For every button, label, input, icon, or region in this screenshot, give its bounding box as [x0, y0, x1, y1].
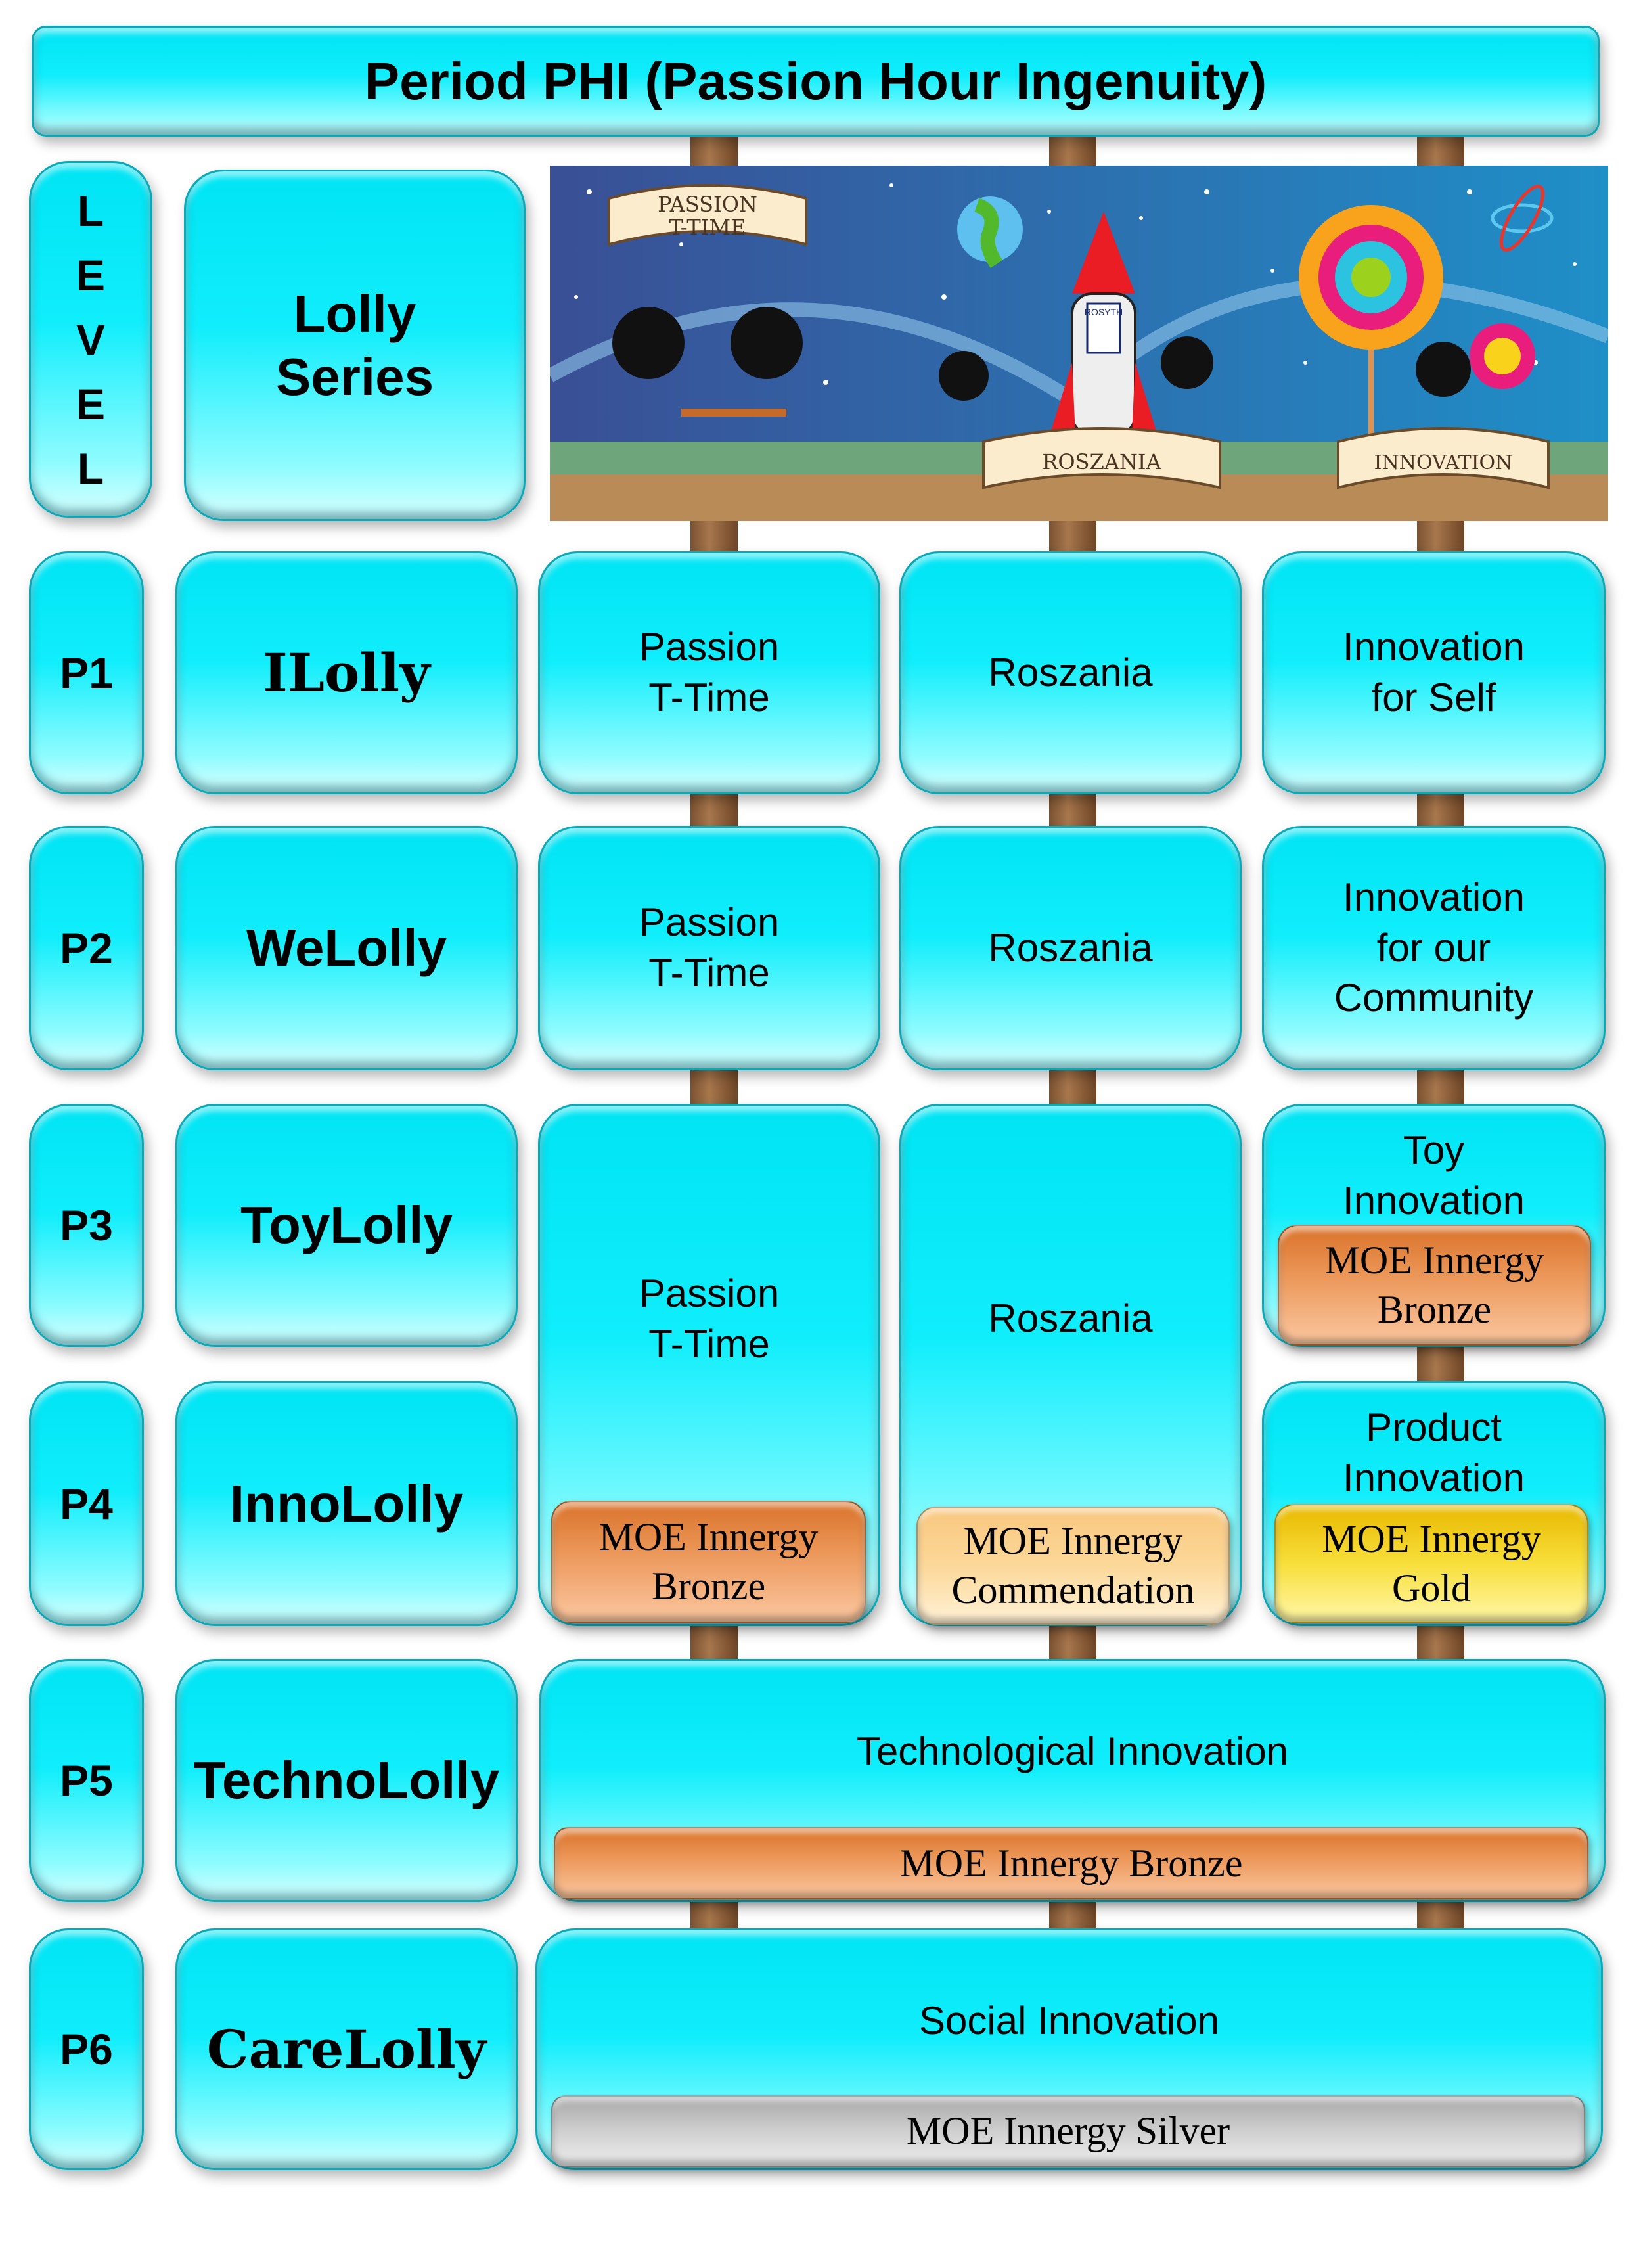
award-commendation-badge: MOE Innergy Commendation: [916, 1507, 1230, 1625]
level-p1: P1: [29, 551, 144, 794]
scroll-text-line: T-TIME: [669, 215, 746, 240]
series-header: Lolly Series: [184, 170, 526, 521]
cell-label: Roszania: [988, 925, 1153, 970]
cell-label: Technological Innovation: [856, 1729, 1289, 1773]
scroll-passion-text: PASSION: [658, 192, 757, 217]
p2-roszania-cell: Roszania: [899, 826, 1242, 1070]
cell-label: Innovation for Self: [1343, 625, 1525, 719]
atom-icon: [1491, 203, 1554, 233]
level-letter: E: [76, 250, 106, 300]
cell-label: Roszania: [988, 650, 1153, 694]
award-label: MOE Innergy Bronze: [1324, 1238, 1544, 1331]
series-p2: WeLolly: [175, 826, 518, 1070]
award-label: MOE Innergy Gold: [1322, 1516, 1541, 1610]
series-label: CareLolly: [206, 2018, 487, 2080]
series-label: ILolly: [263, 642, 430, 704]
school-badge-text: ROSYTH: [1085, 307, 1123, 317]
level-label: P2: [60, 924, 113, 972]
cell-label: Product Innovation: [1343, 1405, 1525, 1500]
p1-passion-cell: Passion T-Time: [538, 551, 880, 794]
cell-label: Roszania: [988, 1296, 1153, 1341]
scroll-roszania-text: ROSZANIA: [1042, 449, 1161, 474]
children-figures: [612, 307, 1471, 417]
award-bronze-badge: MOE Innergy Bronze: [1278, 1225, 1591, 1346]
lollipop-icon: [1299, 205, 1535, 448]
award-label: MOE Innergy Commendation: [951, 1519, 1195, 1612]
scroll-innovation-text: INNOVATION: [1374, 451, 1513, 474]
award-label: MOE Innergy Silver: [906, 2109, 1230, 2152]
page-title: Period PHI (Passion Hour Ingenuity): [364, 51, 1267, 110]
level-letter: L: [77, 186, 104, 235]
scroll-innovation: INNOVATION: [1337, 427, 1550, 489]
series-p4: InnoLolly: [175, 1381, 518, 1626]
level-p5: P5: [29, 1659, 144, 1902]
cell-label: Passion T-Time: [639, 625, 780, 719]
level-label: P1: [60, 648, 113, 697]
level-label: P3: [60, 1201, 113, 1250]
level-label: P5: [60, 1756, 113, 1805]
level-letter: E: [76, 379, 106, 428]
p2-passion-cell: Passion T-Time: [538, 826, 880, 1070]
series-p6: CareLolly: [175, 1928, 518, 2170]
series-p5: TechnoLolly: [175, 1659, 518, 1902]
cell-label: Passion T-Time: [639, 1271, 780, 1366]
level-p3: P3: [29, 1104, 144, 1347]
award-silver-bar: MOE Innergy Silver: [551, 2095, 1585, 2167]
series-label: ToyLolly: [240, 1196, 453, 1254]
series-label: WeLolly: [246, 919, 447, 977]
award-label: MOE Innergy Bronze: [598, 1515, 819, 1608]
level-p2: P2: [29, 826, 144, 1070]
rocket-icon: ROSYTH: [1048, 212, 1159, 442]
series-p3: ToyLolly: [175, 1104, 518, 1347]
level-letter: V: [76, 315, 106, 364]
series-header-label: Lolly Series: [275, 284, 434, 406]
level-header: L E V E L: [29, 161, 152, 518]
title-bar: Period PHI (Passion Hour Ingenuity): [32, 26, 1600, 137]
cell-label: Social Innovation: [919, 1999, 1219, 2043]
award-bronze-badge: MOE Innergy Bronze: [551, 1501, 866, 1623]
p1-innovation-cell: Innovation for Self: [1262, 551, 1606, 794]
award-label: MOE Innergy Bronze: [899, 1841, 1243, 1885]
cell-label: Passion T-Time: [639, 900, 780, 995]
series-p1: ILolly: [175, 551, 518, 794]
level-p6: P6: [29, 1928, 144, 2170]
series-label: TechnoLolly: [193, 1751, 500, 1809]
scroll-roszania: ROSZANIA: [982, 427, 1221, 489]
cell-label: Toy Innovation: [1343, 1128, 1525, 1223]
p1-roszania-cell: Roszania: [899, 551, 1242, 794]
level-p4: P4: [29, 1381, 144, 1626]
series-label: InnoLolly: [229, 1474, 464, 1533]
level-label: P6: [60, 2025, 113, 2074]
level-label: P4: [60, 1479, 113, 1528]
cell-label: Innovation for our Community: [1334, 874, 1534, 1020]
p2-innovation-cell: Innovation for our Community: [1262, 826, 1606, 1070]
award-bronze-bar: MOE Innergy Bronze: [554, 1827, 1588, 1899]
award-gold-badge: MOE Innergy Gold: [1274, 1504, 1588, 1623]
level-letter: L: [77, 443, 104, 493]
